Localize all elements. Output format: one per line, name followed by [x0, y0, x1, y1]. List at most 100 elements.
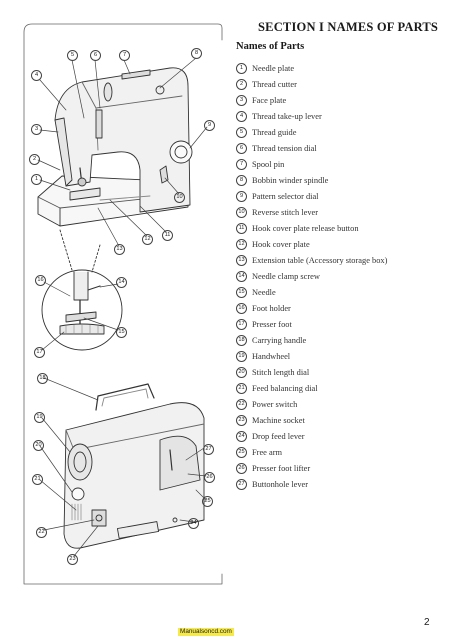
part-item: 4 Thread take-up lever [236, 108, 387, 124]
part-item: 22 Power switch [236, 396, 387, 412]
part-number: 26 [236, 462, 247, 474]
part-number: 18 [236, 334, 247, 346]
callout-17: 17 [34, 347, 45, 358]
part-number: 25 [236, 446, 247, 458]
part-label: Machine socket [252, 415, 305, 425]
part-number: 2 [236, 78, 247, 90]
callout-12: 12 [142, 234, 153, 245]
part-item: 13 Extension table (Accessory storage box… [236, 252, 387, 268]
part-item: 8 Bobbin winder spindle [236, 172, 387, 188]
callout-11: 11 [162, 230, 173, 241]
callout-23: 23 [67, 554, 78, 565]
part-item: 18 Carrying handle [236, 332, 387, 348]
callout-6: 6 [90, 50, 101, 61]
callout-8: 8 [191, 48, 202, 59]
part-label: Presser foot [252, 319, 292, 329]
callout-5: 5 [67, 50, 78, 61]
callout-13: 13 [114, 244, 125, 255]
part-number: 16 [236, 302, 247, 314]
part-number: 3 [236, 94, 247, 106]
parts-list: 1 Needle plate 2 Thread cutter 3 Face plate… [236, 60, 387, 492]
part-item: 3 Face plate [236, 92, 387, 108]
names-of-parts-heading: Names of Parts [236, 41, 305, 52]
part-item: 10 Reverse stitch lever [236, 204, 387, 220]
part-number: 27 [236, 478, 247, 490]
part-number: 7 [236, 158, 247, 170]
figure-frame [23, 23, 223, 585]
part-item: 21 Feed balancing dial [236, 380, 387, 396]
callout-20: 20 [33, 440, 44, 451]
page-number: 2 [424, 617, 430, 628]
part-label: Needle clamp screw [252, 271, 320, 281]
part-label: Foot holder [252, 303, 291, 313]
part-label: Carrying handle [252, 335, 307, 345]
part-number: 15 [236, 286, 247, 298]
part-number: 1 [236, 62, 247, 74]
part-label: Thread cutter [252, 79, 297, 89]
part-number: 13 [236, 254, 247, 266]
part-number: 17 [236, 318, 247, 330]
part-label: Feed balancing dial [252, 383, 318, 393]
part-number: 20 [236, 366, 247, 378]
callout-9: 9 [204, 120, 215, 131]
part-number: 22 [236, 398, 247, 410]
part-label: Spool pin [252, 159, 285, 169]
callout-21: 21 [32, 474, 43, 485]
part-item: 2 Thread cutter [236, 76, 387, 92]
part-item: 26 Presser foot lifter [236, 460, 387, 476]
callout-27: 27 [203, 444, 214, 455]
part-label: Buttonhole lever [252, 479, 309, 489]
part-number: 14 [236, 270, 247, 282]
part-item: 25 Free arm [236, 444, 387, 460]
part-number: 12 [236, 238, 247, 250]
callout-10: 10 [174, 192, 185, 203]
part-number: 23 [236, 414, 247, 426]
section-title: SECTION I NAMES OF PARTS [258, 20, 439, 34]
part-label: Pattern selector dial [252, 191, 319, 201]
part-number: 10 [236, 206, 247, 218]
callout-4: 4 [31, 70, 42, 81]
part-label: Power switch [252, 399, 298, 409]
part-label: Thread take-up lever [252, 111, 322, 121]
callout-18: 18 [37, 373, 48, 384]
callout-26: 26 [204, 472, 215, 483]
needle-detail-view [41, 229, 123, 351]
part-label: Extension table (Accessory storage box) [252, 255, 388, 265]
callout-22: 22 [36, 527, 47, 538]
part-item: 14 Needle clamp screw [236, 268, 387, 284]
part-item: 1 Needle plate [236, 60, 387, 76]
callout-16: 16 [35, 275, 46, 286]
part-label: Bobbin winder spindle [252, 175, 329, 185]
part-number: 4 [236, 110, 247, 122]
part-number: 8 [236, 174, 247, 186]
part-number: 5 [236, 126, 247, 138]
callout-7: 7 [119, 50, 130, 61]
callout-24: 24 [188, 518, 199, 529]
part-item: 23 Machine socket [236, 412, 387, 428]
callout-15: 15 [116, 327, 127, 338]
callout-3: 3 [31, 124, 42, 135]
part-label: Presser foot lifter [252, 463, 311, 473]
part-label: Thread guide [252, 127, 297, 137]
part-number: 21 [236, 382, 247, 394]
part-label: Free arm [252, 447, 282, 457]
part-label: Needle plate [252, 63, 295, 73]
part-label: Reverse stitch lever [252, 207, 319, 217]
callout-19: 19 [34, 412, 45, 423]
watermark: Manualsoncd.com [178, 628, 234, 636]
callout-25: 25 [202, 496, 213, 507]
part-label: Thread tension dial [252, 143, 317, 153]
callout-1: 1 [31, 174, 42, 185]
part-item: 7 Spool pin [236, 156, 387, 172]
part-number: 19 [236, 350, 247, 362]
part-label: Face plate [252, 95, 287, 105]
part-number: 11 [236, 222, 247, 234]
